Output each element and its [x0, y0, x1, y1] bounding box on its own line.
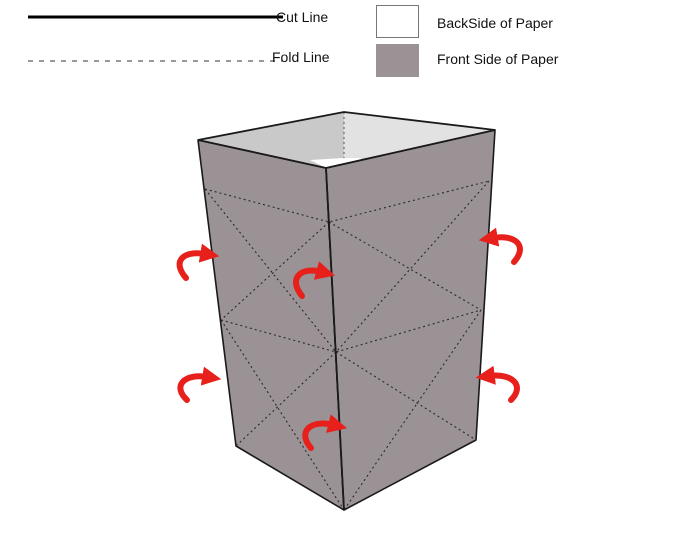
fold-arrow-left-lower [177, 366, 222, 403]
fold-lines [204, 180, 490, 511]
fold-line-left-diag-2 [220, 221, 330, 321]
fold-arrow-center-upper [293, 261, 335, 299]
fold-line-right-diag-1 [328, 221, 482, 311]
fold-arrow-right-upper [478, 227, 523, 265]
cut-line-sample [28, 15, 283, 19]
back-side-swatch [376, 5, 419, 38]
fold-line-right-diag-2 [335, 180, 490, 353]
cut-line-label: Cut Line [276, 9, 329, 25]
left-face [197, 139, 345, 511]
cut-edges [197, 111, 496, 511]
front-rim-edge [197, 129, 496, 169]
fold-arrow-left-upper [176, 243, 220, 281]
inner-floor [310, 158, 370, 168]
fold-line-horizontal-middle [220, 309, 482, 353]
front-corner-edge [325, 167, 345, 511]
back-side-label: BackSide of Paper [437, 15, 553, 31]
fold-line-right-diag-4 [343, 309, 482, 511]
inner-left-wall [198, 112, 344, 168]
fold-arrows [176, 227, 523, 451]
fold-arrow-right-lower [475, 365, 520, 403]
fold-line-sample [28, 60, 283, 62]
top-rim-edge [197, 111, 496, 141]
front-side-label: Front Side of Paper [437, 51, 559, 67]
right-face [325, 129, 496, 511]
fold-arrow-center-lower [302, 414, 348, 451]
fold-line-label: Fold Line [272, 49, 330, 65]
front-side-swatch [376, 44, 419, 77]
